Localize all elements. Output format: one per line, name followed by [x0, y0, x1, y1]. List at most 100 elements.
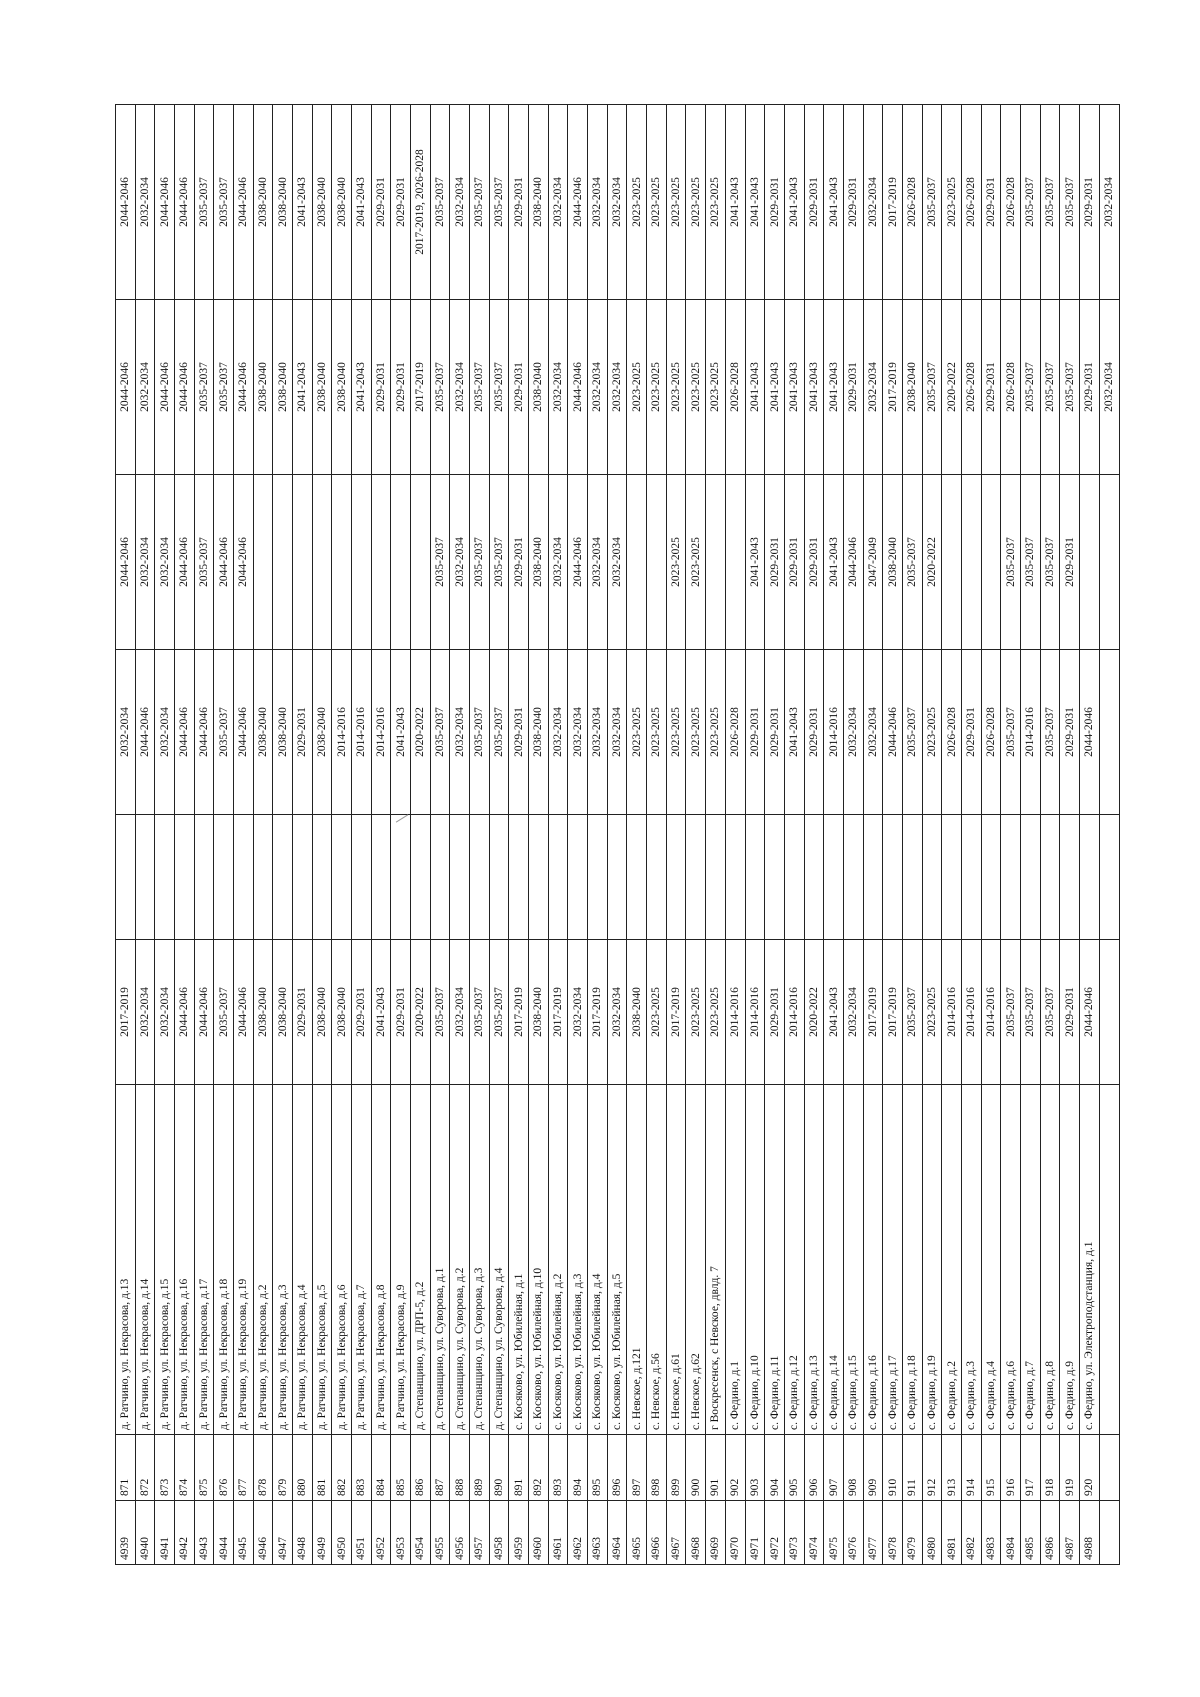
cell-period-4 — [646, 474, 667, 650]
cell-period-3: 2023-2025 — [646, 649, 667, 815]
cell-period-5: 2029-2031 — [390, 299, 411, 475]
cell-period-1: 2038-2040 — [272, 939, 293, 1085]
cell-item-number: 904 — [764, 1434, 785, 1501]
cell-address: д. Ратчино, ул. Некрасова, д.15 — [154, 1084, 175, 1435]
cell-period-3: 2026-2028 — [725, 649, 745, 815]
cell-registry-number: 4986 — [1040, 1500, 1060, 1565]
cell-period-6: 2023-2025 — [626, 104, 647, 300]
cell-period-3: 2038-2040 — [528, 649, 549, 815]
cell-period-2 — [1079, 814, 1100, 940]
cell-address: с. Федино, д.12 — [784, 1084, 805, 1435]
cell-period-1: 2023-2025 — [705, 939, 726, 1085]
cell-item-number: 873 — [154, 1434, 175, 1501]
cell-period-2 — [292, 814, 313, 940]
cell-period-3: 2038-2040 — [272, 649, 293, 815]
cell-registry-number: 4950 — [331, 1500, 352, 1565]
cell-period-6: 2032-2034 — [548, 104, 568, 300]
cell-address: с. Косяково, ул. Юбилейная, д.5 — [607, 1084, 627, 1435]
cell-period-5: 2035-2037 — [1059, 299, 1080, 475]
cell-registry-number: 4988 — [1079, 1500, 1100, 1565]
cell-period-6: 2038-2040 — [312, 104, 332, 300]
cell-period-1: 2029-2031 — [351, 939, 372, 1085]
cell-registry-number: 4943 — [194, 1500, 214, 1565]
cell-period-4: 2044-2046 — [174, 474, 195, 650]
cell-period-5: 2038-2040 — [331, 299, 352, 475]
cell-address: с. Федино, д.13 — [804, 1084, 824, 1435]
cell-item-number: 912 — [922, 1434, 942, 1501]
cell-period-3: 2032-2034 — [449, 649, 470, 815]
cell-period-4 — [1099, 474, 1120, 650]
cell-period-2 — [685, 814, 706, 940]
cell-registry-number: 4967 — [666, 1500, 686, 1565]
cell-period-5: 2029-2031 — [371, 299, 391, 475]
cell-period-2 — [528, 814, 549, 940]
cell-address: д. Степанщино, ул. Суворова, д.4 — [489, 1084, 509, 1435]
cell-registry-number: 4947 — [272, 1500, 293, 1565]
cell-item-number: 891 — [508, 1434, 529, 1501]
cell-period-3: 2029-2031 — [804, 649, 824, 815]
cell-period-4: 2029-2031 — [764, 474, 785, 650]
cell-period-2 — [331, 814, 352, 940]
cell-period-4: 2035-2037 — [194, 474, 214, 650]
cell-period-6: 2041-2043 — [745, 104, 765, 300]
cell-period-5: 2044-2046 — [233, 299, 254, 475]
cell-period-5: 2032-2034 — [1099, 299, 1120, 475]
cell-period-4: 2044-2046 — [115, 474, 136, 650]
cell-period-5: 2041-2043 — [804, 299, 824, 475]
cell-period-2 — [371, 814, 391, 940]
cell-period-3: 2044-2046 — [194, 649, 214, 815]
cell-address: с. Федино, д.14 — [823, 1084, 844, 1435]
cell-period-2 — [981, 814, 1001, 940]
cell-period-2 — [626, 814, 647, 940]
cell-item-number: 872 — [135, 1434, 155, 1501]
cell-period-3: 2014-2016 — [1020, 649, 1041, 815]
cell-period-3: 2035-2037 — [213, 649, 234, 815]
cell-period-6: 2044-2046 — [174, 104, 195, 300]
cell-period-5: 2041-2043 — [292, 299, 313, 475]
cell-period-6: 2023-2025 — [646, 104, 667, 300]
cell-period-2 — [115, 814, 136, 940]
cell-period-1: 2044-2046 — [174, 939, 195, 1085]
cell-period-5: 2017-2019 — [410, 299, 431, 475]
cell-period-1: 2014-2016 — [961, 939, 982, 1085]
cell-address: с. Федино, д.11 — [764, 1084, 785, 1435]
cell-period-3: 2023-2025 — [705, 649, 726, 815]
cell-period-2 — [941, 814, 962, 940]
cell-period-4 — [351, 474, 372, 650]
cell-period-1: 2014-2016 — [784, 939, 805, 1085]
cell-registry-number: 4958 — [489, 1500, 509, 1565]
cell-item-number: 871 — [115, 1434, 136, 1501]
cell-period-4 — [1079, 474, 1100, 650]
cell-period-4 — [272, 474, 293, 650]
cell-address: д. Ратчино, ул. Некрасова, д.9 — [390, 1084, 411, 1435]
cell-period-3: 2020-2022 — [410, 649, 431, 815]
cell-period-6: 2026-2028 — [1000, 104, 1021, 300]
cell-period-5: 2020-2022 — [941, 299, 962, 475]
cell-address: с. Федино, д.2 — [941, 1084, 962, 1435]
cell-period-1: 2038-2040 — [626, 939, 647, 1085]
cell-period-1: 2035-2037 — [1020, 939, 1041, 1085]
cell-period-2 — [272, 814, 293, 940]
cell-period-6: 2035-2037 — [922, 104, 942, 300]
cell-period-5: 2032-2034 — [607, 299, 627, 475]
cell-period-6: 2038-2040 — [253, 104, 273, 300]
cell-period-3: 2014-2016 — [331, 649, 352, 815]
cell-period-5: 2044-2046 — [154, 299, 175, 475]
cell-item-number: 919 — [1059, 1434, 1080, 1501]
cell-period-1: 2044-2046 — [194, 939, 214, 1085]
cell-period-2 — [312, 814, 332, 940]
